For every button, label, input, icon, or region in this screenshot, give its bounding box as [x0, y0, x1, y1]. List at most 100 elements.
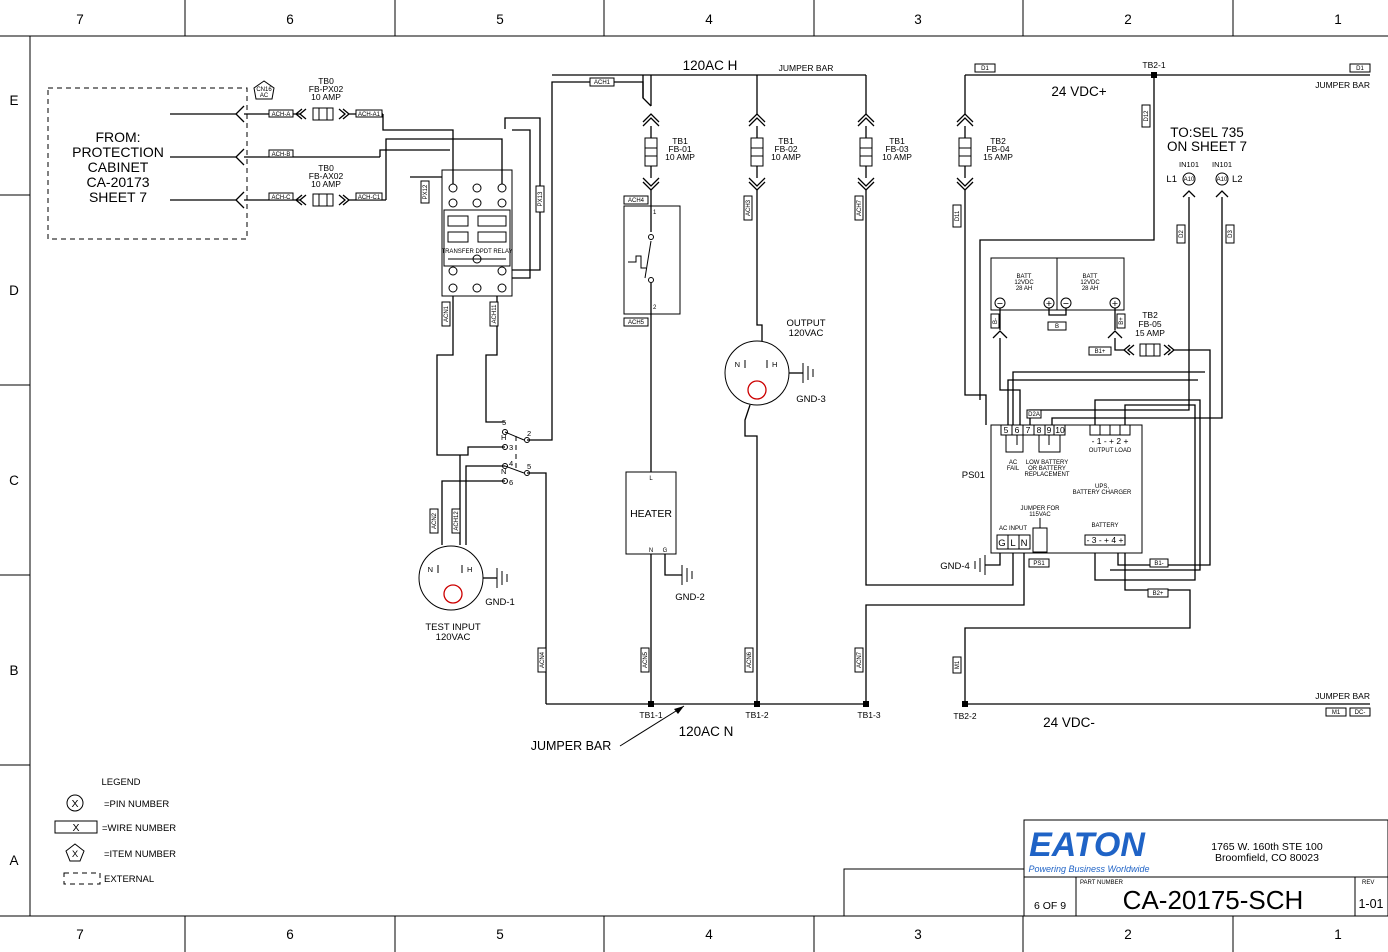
svg-text:8: 8 [1037, 425, 1042, 435]
svg-text:IN101: IN101 [1179, 160, 1199, 169]
wire-label [990, 313, 1000, 329]
svg-text:X: X [72, 849, 79, 860]
svg-text:A10: A10 [1184, 177, 1195, 183]
svg-text:12VDC: 12VDC [1080, 280, 1100, 286]
external-block [47, 87, 248, 240]
svg-text:AC: AC [1009, 460, 1018, 466]
wire-label [1026, 409, 1042, 419]
svg-text:B2+: B2+ [1153, 591, 1164, 597]
wire-label [1141, 104, 1151, 128]
svg-text:TB2: TB2 [1142, 310, 1158, 320]
svg-text:TB2-1: TB2-1 [1142, 60, 1165, 70]
svg-text:6 OF 9: 6 OF 9 [1034, 900, 1066, 912]
wire-label [1176, 224, 1186, 244]
col-label: 1 [1334, 12, 1342, 27]
test-input-receptacle: N H GND-1 TEST INPUT 120VAC [418, 545, 515, 643]
wire-label [974, 63, 996, 73]
tb2-fb04-fuse: TB2 FB-04 15 AMP [956, 75, 1013, 191]
svg-text:- 1 - + 2 +: - 1 - + 2 + [1092, 436, 1129, 446]
svg-text:N: N [735, 360, 740, 369]
svg-text:M1: M1 [1332, 710, 1341, 716]
svg-text:TO:SEL 735: TO:SEL 735 [1170, 125, 1244, 140]
svg-text:ACH3: ACH3 [746, 199, 752, 216]
svg-text:10: 10 [1055, 425, 1065, 435]
wire-label [268, 149, 294, 158]
svg-text:L1: L1 [1166, 174, 1177, 185]
svg-text:PS1: PS1 [1033, 561, 1045, 567]
heater [625, 471, 677, 555]
ac-h-label: 120AC H [683, 58, 738, 73]
svg-text:FB-04: FB-04 [986, 144, 1009, 154]
wire-label [854, 647, 864, 673]
col-label: 6 [286, 12, 294, 27]
wire-label [420, 180, 430, 204]
svg-text:B: B [1055, 324, 1059, 330]
svg-text:Broomfield, CO 80023: Broomfield, CO 80023 [1215, 852, 1319, 864]
title-block: EATON Powering Business Worldwide 1765 W… [843, 819, 1388, 917]
svg-text:TB1-3: TB1-3 [857, 710, 880, 720]
svg-text:FROM:: FROM: [95, 129, 140, 145]
wire-label [537, 647, 547, 673]
wire-label [441, 301, 451, 327]
svg-text:ACH7: ACH7 [857, 199, 863, 216]
svg-text:6: 6 [1015, 425, 1020, 435]
svg-text:H: H [467, 565, 472, 574]
svg-text:ACH11: ACH11 [492, 304, 498, 324]
tb1-fb02-fuse: TB1 FB-02 10 AMP [748, 75, 801, 191]
svg-text:ACH-A: ACH-A [272, 112, 291, 118]
svg-text:JUMPER BAR: JUMPER BAR [1315, 691, 1370, 701]
svg-text:REV: REV [1362, 880, 1374, 886]
tb2-fb05-fuse [1114, 338, 1211, 566]
svg-text:10 AMP: 10 AMP [311, 179, 341, 189]
transfer-switch: 5 H D1 3 4 N 6 2 5 [501, 418, 531, 487]
svg-text:1: 1 [653, 210, 657, 216]
svg-text:LOW BATTERY: LOW BATTERY [1026, 460, 1068, 466]
wire-label [623, 317, 649, 327]
svg-text:H: H [501, 433, 506, 442]
svg-text:1765 W. 160th STE 100: 1765 W. 160th STE 100 [1211, 841, 1323, 853]
svg-text:10 AMP: 10 AMP [771, 152, 801, 162]
svg-text:IN101: IN101 [1212, 160, 1232, 169]
svg-text:M1: M1 [955, 660, 961, 669]
jumper-label: JUMPER BAR [779, 63, 834, 73]
svg-text:28 AH: 28 AH [1016, 286, 1032, 292]
wire-label [1147, 588, 1169, 598]
tb1-fb03-fuse: TB1 FB-03 10 AMP [857, 75, 912, 191]
wire-label [268, 192, 294, 201]
svg-text:9: 9 [1047, 425, 1052, 435]
row-label: E [9, 93, 18, 108]
svg-text:ACH12: ACH12 [454, 511, 460, 531]
svg-text:120VAC: 120VAC [789, 328, 824, 339]
svg-text:PART NUMBER: PART NUMBER [1080, 880, 1124, 886]
wire-label [1349, 63, 1371, 73]
svg-text:12VDC: 12VDC [1014, 280, 1034, 286]
svg-text:+: + [1046, 298, 1052, 310]
svg-text:GND-3: GND-3 [796, 394, 826, 405]
svg-text:5: 5 [502, 418, 506, 427]
from-block-text: FROM: PROTECTION CABINET CA-20173 SHEET … [72, 129, 164, 205]
wire-label [451, 508, 461, 534]
svg-text:BATT: BATT [1083, 274, 1098, 280]
svg-text:TB1-1: TB1-1 [639, 710, 662, 720]
svg-text:ACH5: ACH5 [628, 320, 645, 326]
col-label: 4 [705, 927, 713, 942]
col-label: 7 [76, 927, 84, 942]
svg-text:ACN1: ACN1 [444, 305, 450, 322]
svg-text:BATTERY: BATTERY [1091, 523, 1118, 529]
svg-text:PROTECTION: PROTECTION [72, 144, 164, 160]
svg-text:BATT: BATT [1017, 274, 1032, 280]
svg-text:CA-20173: CA-20173 [86, 174, 149, 190]
svg-text:7: 7 [1026, 425, 1031, 435]
part-number: CA-20175-SCH [1123, 885, 1304, 915]
battery-pack: BATT 12VDC 28 AH BATT 12VDC 28 AH − + − … [990, 257, 1125, 311]
svg-text:GND-2: GND-2 [675, 592, 705, 603]
col-label: 4 [705, 12, 713, 27]
svg-text:FAIL: FAIL [1007, 466, 1020, 472]
svg-text:ACN2: ACN2 [432, 512, 438, 529]
column-labels-top: 7 6 5 4 3 2 1 [76, 12, 1342, 27]
input-connector-lines [170, 105, 245, 209]
wire-label [952, 204, 962, 228]
svg-text:HEATER: HEATER [630, 508, 672, 520]
svg-text:H: H [772, 360, 777, 369]
